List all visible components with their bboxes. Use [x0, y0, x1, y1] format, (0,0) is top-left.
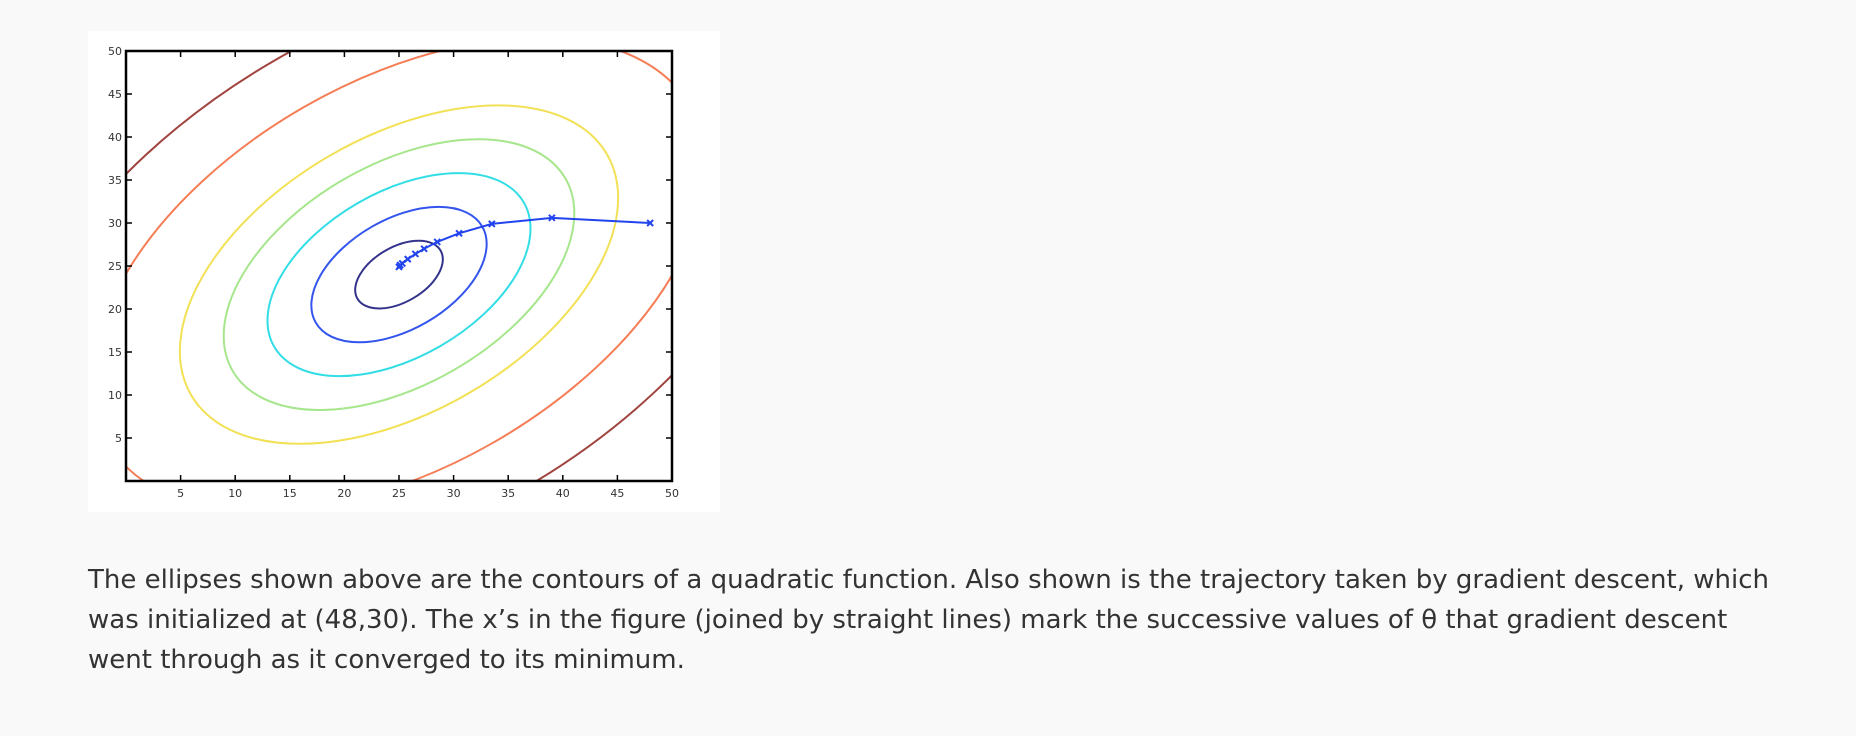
contour-figure: 5 10 15 20 25 30 35 40 45 50 5 10 15 20 25 30 35 40 45 50 — [88, 31, 720, 512]
figure-caption: The ellipses shown above are the contour… — [88, 565, 1769, 675]
x-tick-label: 40 — [556, 487, 570, 500]
y-tick-label: 45 — [108, 88, 122, 101]
x-tick-label: 10 — [228, 487, 242, 500]
x-tick-label: 20 — [337, 487, 351, 500]
trajectory-marker — [455, 229, 463, 238]
x-tick-label: 25 — [392, 487, 406, 500]
trajectory-marker — [548, 214, 556, 222]
y-tick-label: 50 — [108, 45, 122, 58]
trajectory-marker — [420, 245, 428, 253]
y-tick-label: 40 — [108, 131, 122, 144]
contour-chart: 5 10 15 20 25 30 35 40 45 50 5 10 15 20 25 30 35 40 45 50 — [108, 45, 679, 500]
contour-ellipse-6 — [126, 51, 672, 481]
contour-ellipse-5 — [178, 104, 620, 445]
x-tick-label: 45 — [610, 487, 624, 500]
trajectory-marker — [646, 219, 654, 227]
contour-ellipse-4 — [222, 138, 576, 411]
y-tick-label: 30 — [108, 217, 122, 230]
contour-ellipse-3 — [266, 172, 532, 378]
x-tick-label: 35 — [501, 487, 515, 500]
y-tick-label: 10 — [108, 389, 122, 402]
x-tick-label: 15 — [283, 487, 297, 500]
contour-ellipse-7 — [126, 51, 672, 481]
contour-group — [126, 51, 672, 481]
trajectory-marker — [411, 250, 420, 258]
trajectory-marker — [433, 238, 441, 246]
x-tick-label: 5 — [177, 487, 184, 500]
x-tick-label: 30 — [447, 487, 461, 500]
contour-ellipse-2 — [310, 205, 488, 344]
x-tick-label: 50 — [665, 487, 679, 500]
y-tick-label: 5 — [115, 432, 122, 445]
y-tick-label: 15 — [108, 346, 122, 359]
y-tick-label: 20 — [108, 303, 122, 316]
y-tick-label: 25 — [108, 260, 122, 273]
y-tick-label: 35 — [108, 174, 122, 187]
trajectory-marker — [488, 220, 496, 228]
trajectory-marker — [395, 263, 403, 271]
contour-ellipse-1 — [354, 239, 444, 310]
